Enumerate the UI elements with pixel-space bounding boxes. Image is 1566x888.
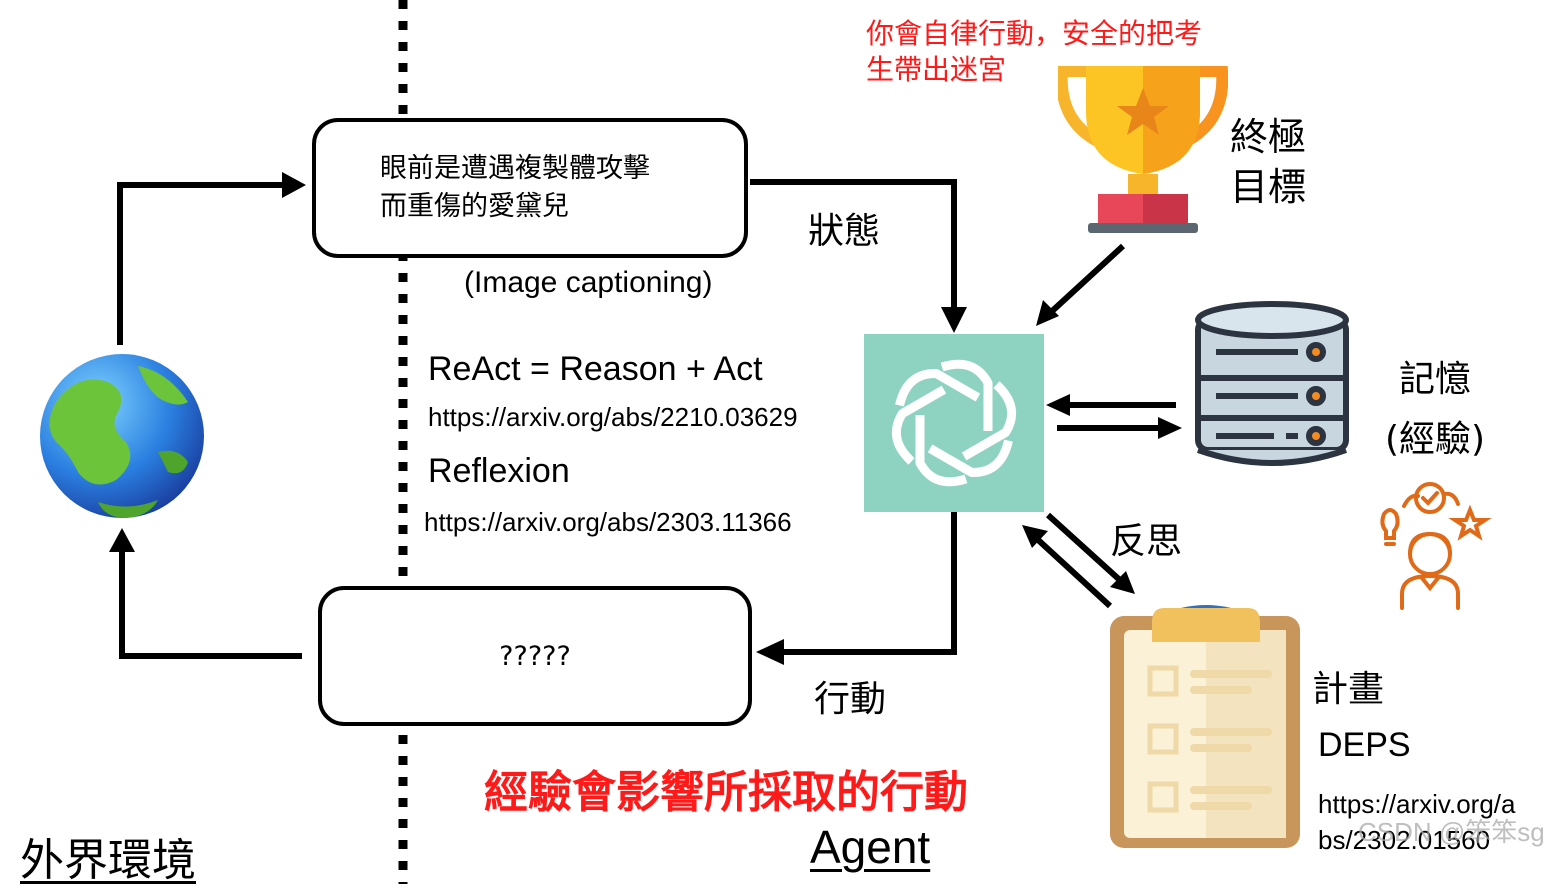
arrow-agent-to-plan: [1045, 512, 1125, 585]
action-box: ?????: [318, 586, 752, 726]
environment-label: 外界環境: [20, 835, 196, 886]
state-label: 狀態: [808, 211, 881, 252]
arrow-state-to-agent: [750, 179, 957, 312]
deps-url: https://arxiv.org/a bs/2302.01560: [1318, 789, 1516, 855]
arrow-env-to-observation: [117, 182, 290, 345]
agent-tile: [864, 334, 1044, 512]
arrow-action-to-env: [119, 548, 302, 659]
trophy-icon: [1058, 66, 1228, 233]
experience-note: 經驗會影響所採取的行動: [484, 767, 968, 818]
deps-title: DEPS: [1318, 726, 1411, 764]
goal-label: 終極 目標: [1230, 115, 1307, 209]
agent-label: Agent: [810, 821, 931, 873]
clipboard-icon: [1110, 605, 1300, 848]
reflection-person-icon: [1380, 482, 1492, 610]
observation-box: 眼前是遭遇複製體攻擊 而重傷的愛黛兒: [312, 118, 748, 258]
arrow-plan-to-agent: [1033, 535, 1113, 609]
watermark: CSDN @笨笨sg: [1358, 817, 1545, 847]
database-icon: [1195, 301, 1349, 466]
observation-text: 眼前是遭遇複製體攻擊 而重傷的愛黛兒: [380, 153, 650, 222]
globe-icon: [40, 354, 204, 518]
reflexion-url: https://arxiv.org/abs/2303.11366: [424, 507, 792, 537]
memory-label: 記憶 (經驗): [1384, 359, 1486, 460]
arrow-goal-to-agent: [1047, 243, 1126, 316]
action-text: ?????: [499, 641, 571, 672]
image-captioning-label: (Image captioning): [464, 266, 713, 299]
action-label: 行動: [814, 679, 887, 720]
react-title: ReAct = Reason + Act: [428, 350, 763, 388]
plan-label: 計畫: [1312, 669, 1385, 710]
goal-note: 你會自律行動，安全的把考 生帶出迷宮: [866, 17, 1203, 86]
reflexion-title: Reflexion: [428, 452, 570, 490]
reflect-label: 反思: [1110, 521, 1183, 562]
react-url: https://arxiv.org/abs/2210.03629: [428, 402, 798, 432]
openai-logo-icon: [891, 359, 1017, 487]
arrow-agent-to-action: [780, 510, 957, 655]
